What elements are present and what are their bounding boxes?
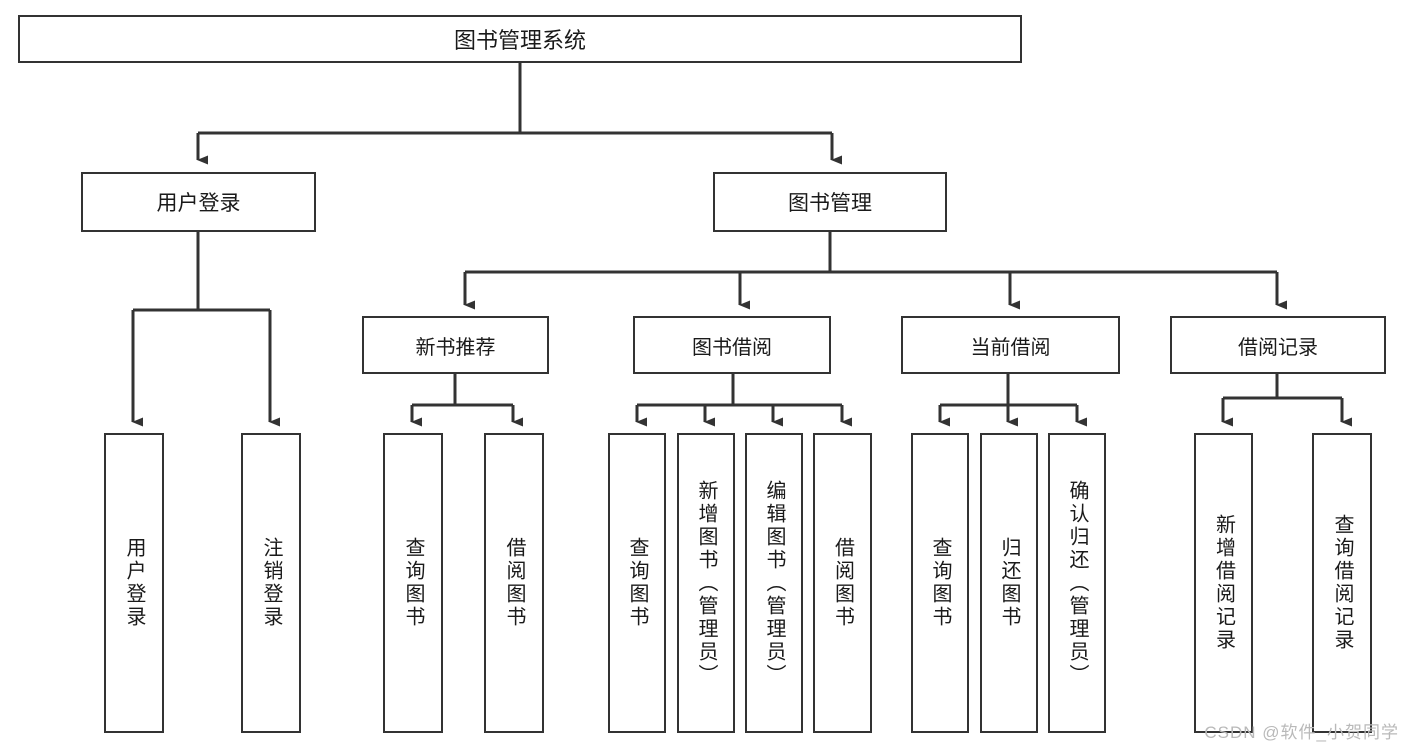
leaf-label: 编辑图书（管理员）: [763, 479, 785, 687]
leaf-current-confirm-return-admin[interactable]: 确认归还（管理员）: [1048, 433, 1106, 733]
leaf-label: 用户登录: [123, 537, 145, 629]
node-root-book-management-system[interactable]: 图书管理系统: [18, 15, 1022, 63]
leaf-borrow-query-book[interactable]: 查询图书: [608, 433, 666, 733]
leaf-new-book-borrow[interactable]: 借阅图书: [484, 433, 544, 733]
leaf-label: 查询图书: [929, 537, 951, 629]
node-current-borrow[interactable]: 当前借阅: [901, 316, 1120, 374]
node-user-login[interactable]: 用户登录: [81, 172, 316, 232]
node-label: 图书借阅: [692, 336, 772, 359]
leaf-new-book-query[interactable]: 查询图书: [383, 433, 443, 733]
leaf-label: 归还图书: [998, 537, 1020, 629]
leaf-label: 查询图书: [402, 537, 424, 629]
leaf-label: 确认归还（管理员）: [1066, 479, 1088, 687]
node-label: 图书管理: [788, 192, 872, 215]
node-label: 图书管理系统: [453, 28, 586, 53]
leaf-user-login-login[interactable]: 用户登录: [104, 433, 164, 733]
leaf-current-return-book[interactable]: 归还图书: [980, 433, 1038, 733]
leaf-record-add-record[interactable]: 新增借阅记录: [1194, 433, 1253, 733]
node-label: 新书推荐: [415, 336, 496, 359]
leaf-borrow-edit-book-admin[interactable]: 编辑图书（管理员）: [745, 433, 803, 733]
leaf-label: 借阅图书: [831, 537, 854, 629]
node-book-management[interactable]: 图书管理: [713, 172, 947, 232]
node-new-book-recommend[interactable]: 新书推荐: [362, 316, 549, 374]
leaf-borrow-add-book-admin[interactable]: 新增图书（管理员）: [677, 433, 735, 733]
leaf-label: 新增借阅记录: [1212, 514, 1235, 652]
leaf-label: 借阅图书: [503, 537, 525, 629]
node-book-borrow[interactable]: 图书借阅: [633, 316, 831, 374]
node-label: 当前借阅: [970, 336, 1051, 359]
node-label: 借阅记录: [1238, 336, 1318, 359]
leaf-current-query-book[interactable]: 查询图书: [911, 433, 969, 733]
leaf-label: 查询图书: [626, 537, 648, 629]
node-borrow-record[interactable]: 借阅记录: [1170, 316, 1386, 374]
leaf-user-login-logout[interactable]: 注销登录: [241, 433, 301, 733]
leaf-label: 新增图书（管理员）: [695, 479, 717, 687]
node-label: 用户登录: [156, 192, 241, 215]
leaf-label: 注销登录: [260, 537, 282, 629]
leaf-label: 查询借阅记录: [1331, 514, 1353, 652]
leaf-record-query-record[interactable]: 查询借阅记录: [1312, 433, 1372, 733]
leaf-borrow-borrow-book[interactable]: 借阅图书: [813, 433, 872, 733]
